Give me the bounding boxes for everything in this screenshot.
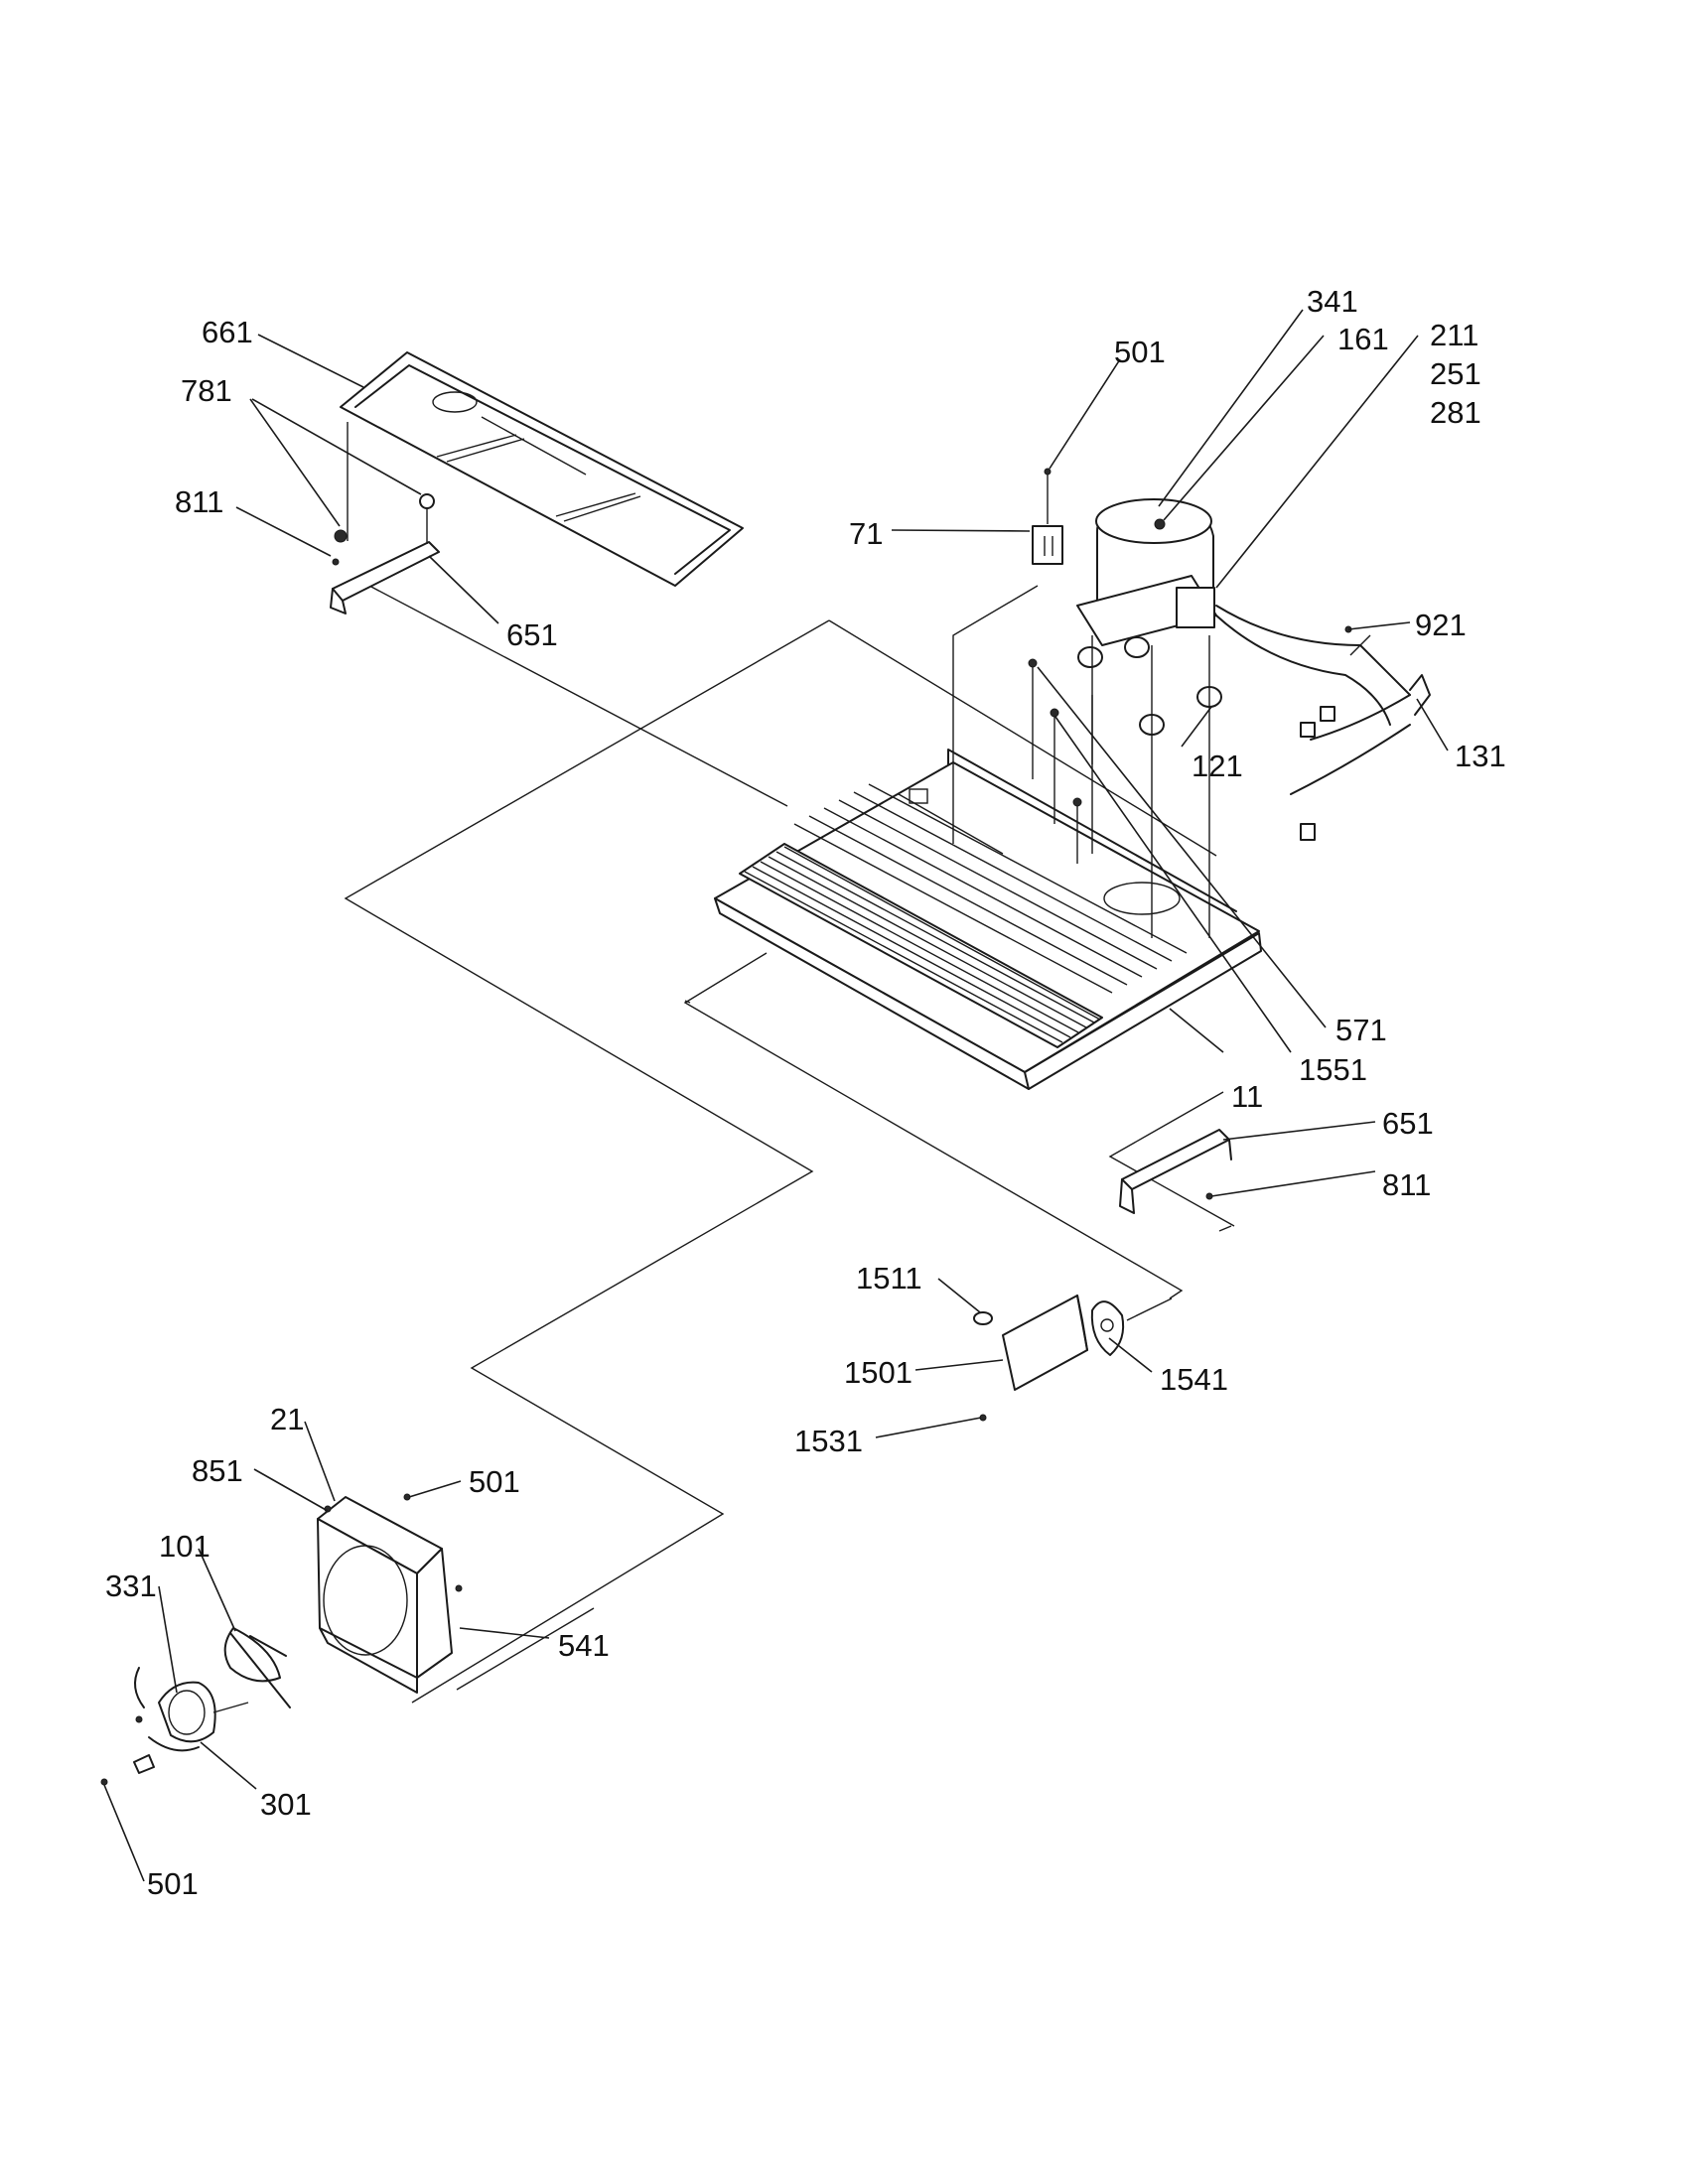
callout-131: 131: [1455, 739, 1506, 773]
fan-motor: [100, 1627, 291, 1786]
callout-21: 21: [270, 1402, 304, 1436]
callout-1501: 1501: [844, 1355, 912, 1390]
condenser-coil: [744, 783, 1188, 1043]
assembly-outline: [344, 585, 1235, 1704]
callout-331: 331: [105, 1569, 157, 1603]
callout-251: 251: [1430, 356, 1481, 391]
callout-71: 71: [849, 516, 883, 551]
callout-101: 101: [159, 1529, 210, 1564]
fan-shroud: [317, 1493, 463, 1694]
callout-661: 661: [202, 315, 253, 349]
leader-lines: [103, 309, 1449, 1882]
callout-1541: 1541: [1160, 1362, 1228, 1397]
callout-501-shroud: 501: [469, 1464, 520, 1499]
callout-301: 301: [260, 1787, 312, 1822]
compressor-grommets: [1077, 636, 1222, 736]
callout-781: 781: [181, 373, 232, 408]
callout-811-right: 811: [1382, 1167, 1431, 1202]
compressor: [1076, 498, 1222, 938]
base-condenser: [714, 749, 1262, 1090]
callout-921: 921: [1415, 608, 1467, 642]
callout-851: 851: [192, 1453, 243, 1488]
wiring-harness: [1215, 605, 1431, 841]
callout-11: 11: [1231, 1079, 1263, 1114]
thermostat-bracket: [973, 1295, 1125, 1422]
callout-161: 161: [1337, 322, 1389, 356]
callout-211: 211: [1430, 318, 1478, 352]
callout-651-left: 651: [506, 617, 558, 652]
callout-501-top: 501: [1114, 335, 1166, 369]
callout-341: 341: [1307, 284, 1358, 319]
callout-121: 121: [1192, 749, 1243, 783]
callout-281: 281: [1430, 395, 1481, 430]
base-screws: [1028, 658, 1093, 864]
callout-541: 541: [558, 1628, 610, 1663]
callout-651-right: 651: [1382, 1106, 1434, 1141]
callout-811-left: 811: [175, 484, 223, 519]
callout-1551: 1551: [1299, 1052, 1367, 1087]
left-bracket: [330, 422, 440, 614]
relay-clip: [952, 468, 1063, 844]
callout-571: 571: [1335, 1013, 1387, 1047]
right-bracket: [1119, 1129, 1232, 1214]
drain-pan: [340, 351, 744, 587]
callout-501-bottom: 501: [147, 1866, 199, 1901]
callout-1511: 1511: [856, 1261, 922, 1296]
callout-1531: 1531: [794, 1424, 863, 1458]
callout-labels: 661 781 811 651 501 71 341 161 211 251 2…: [105, 284, 1506, 1901]
